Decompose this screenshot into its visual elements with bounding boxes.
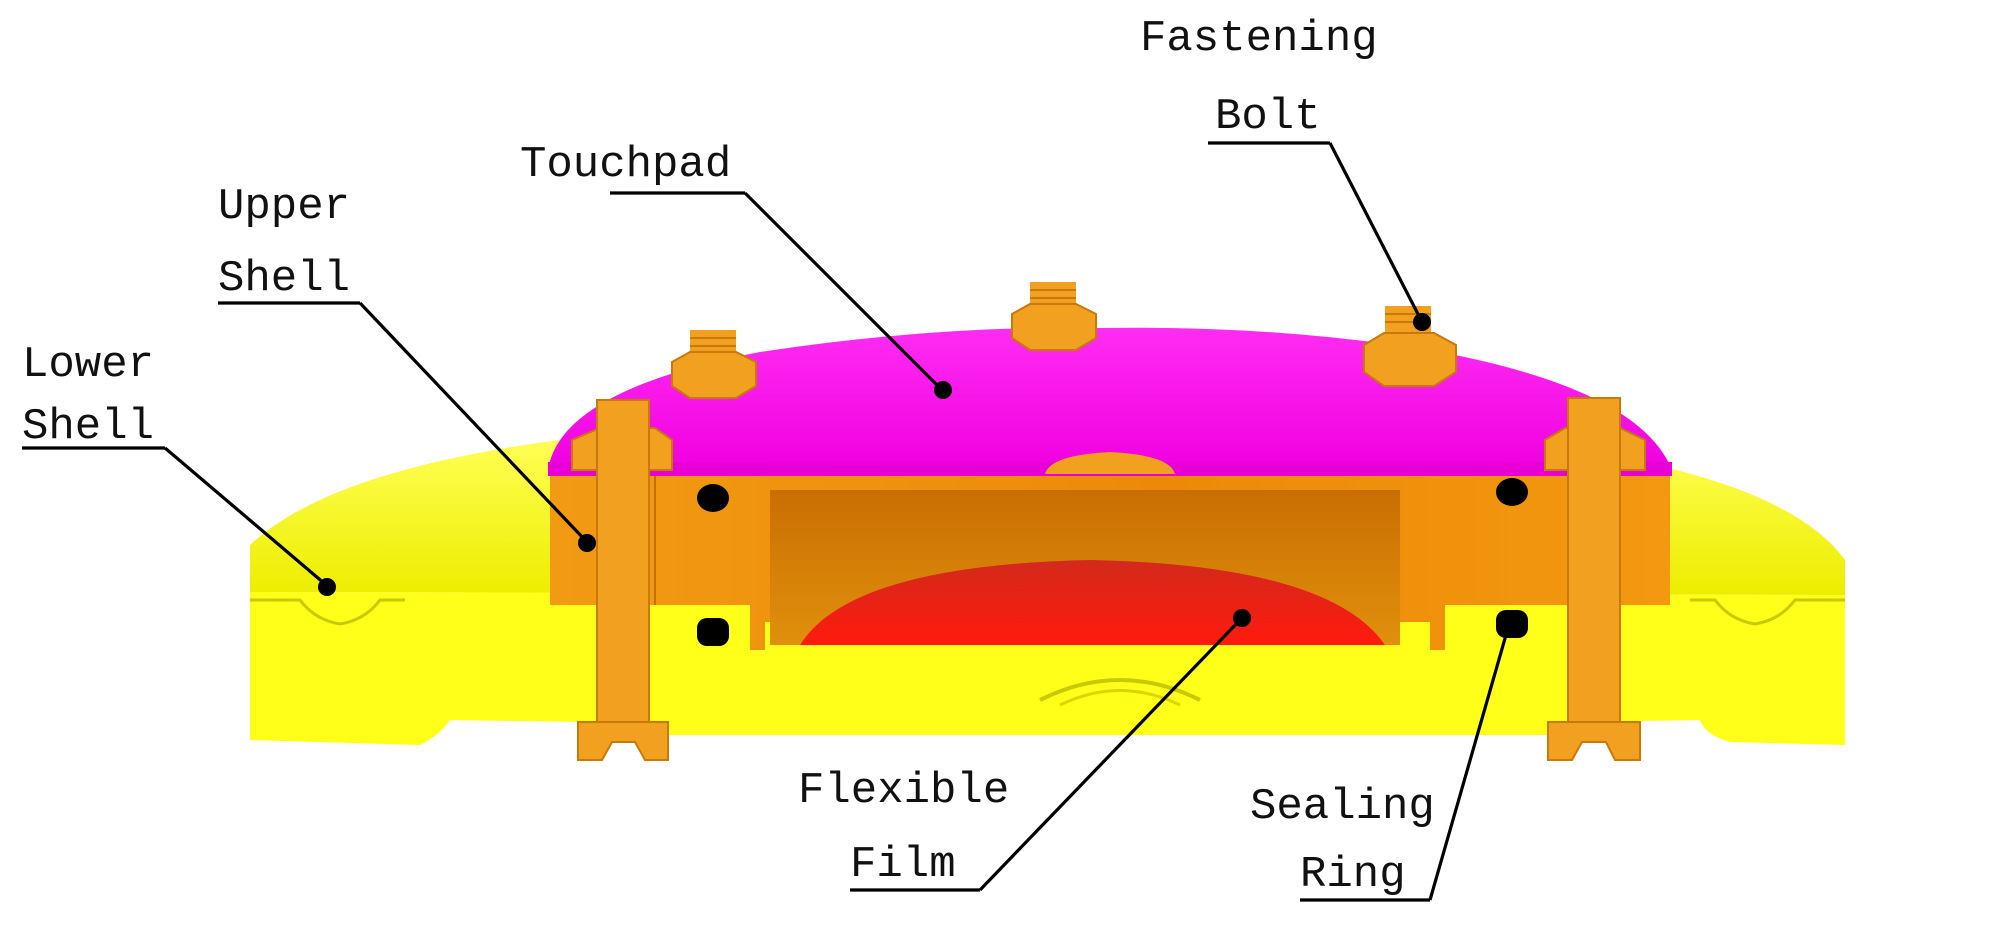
- leader-dot: [1413, 313, 1431, 331]
- sealing-rings: [697, 478, 1528, 646]
- side-bolt-right: [1544, 397, 1646, 761]
- sealing-ring-lower-left: [697, 618, 729, 646]
- side-bolt-tip: [1547, 721, 1641, 761]
- side-bolt-shaft: [1567, 397, 1621, 731]
- label-fastening-bolt-line1: Fastening: [1140, 14, 1378, 64]
- label-flexible-film-line2: Film: [850, 840, 956, 890]
- label-sealing-ring-line2: Ring: [1300, 850, 1406, 900]
- sealing-ring-upper-right: [1496, 478, 1528, 506]
- lower-shell-notch-right: [1690, 598, 1845, 626]
- leader-dot: [578, 534, 596, 552]
- label-touchpad: Touchpad: [520, 140, 731, 190]
- fastening-bolt-center: [1011, 282, 1097, 351]
- lower-shell-notch-left: [250, 598, 405, 626]
- touchpad-center-hub: [1045, 452, 1175, 474]
- callout-upper-shell: Upper Shell: [218, 182, 596, 552]
- leader-dot: [318, 578, 336, 596]
- side-bolt-tip: [577, 721, 669, 761]
- sealing-ring-upper-left: [697, 484, 729, 512]
- callout-fastening-bolt: Fastening Bolt: [1140, 14, 1431, 331]
- bolt-nut: [1363, 332, 1457, 387]
- callout-flexible-film: Flexible Film: [798, 609, 1251, 892]
- leader-dot: [934, 381, 952, 399]
- bolt-nut: [1011, 303, 1097, 351]
- leader-line: [978, 618, 1242, 892]
- leader-line: [163, 446, 327, 586]
- leader-line: [743, 191, 942, 390]
- label-upper-shell-line1: Upper: [218, 182, 350, 232]
- label-sealing-ring-line1: Sealing: [1250, 782, 1435, 832]
- fastening-bolt-right: [1363, 306, 1457, 387]
- label-upper-shell-line2: Shell: [218, 254, 350, 304]
- side-bolt-shaft: [596, 399, 650, 731]
- callout-touchpad: Touchpad: [520, 140, 952, 399]
- label-lower-shell-line2: Shell: [22, 402, 154, 452]
- side-bolt-left: [571, 399, 673, 761]
- callout-sealing-ring: Sealing Ring: [1250, 616, 1519, 902]
- label-flexible-film-line1: Flexible: [798, 766, 1009, 816]
- lower-shell-bottom-recess-inner: [1059, 689, 1181, 707]
- lower-shell-bottom-recess: [1039, 678, 1201, 702]
- leader-line: [358, 301, 587, 542]
- fastening-bolt-left: [671, 330, 757, 399]
- bolt-nut: [671, 351, 757, 399]
- leader-line: [1428, 627, 1510, 901]
- leader-dot: [1233, 609, 1251, 627]
- leader-line: [1328, 142, 1422, 319]
- leader-dot: [1501, 616, 1519, 634]
- callout-lower-shell: Lower Shell: [22, 340, 336, 596]
- label-lower-shell-line1: Lower: [22, 340, 154, 390]
- label-fastening-bolt-line2: Bolt: [1215, 92, 1321, 142]
